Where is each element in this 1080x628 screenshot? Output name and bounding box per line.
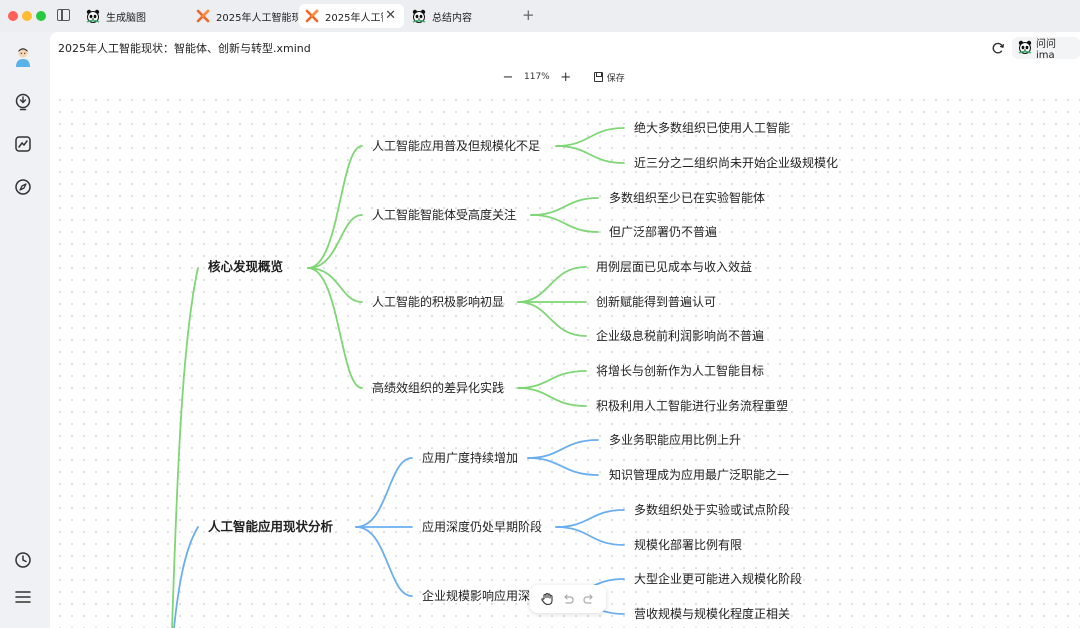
leaf-topic[interactable]: 多数组织处于实验或试点阶段 <box>634 503 791 517</box>
leaf-topic[interactable]: 近三分之二组织尚未开始企业级规模化 <box>634 156 839 170</box>
leaf-topic[interactable]: 积极利用人工智能进行业务流程重塑 <box>596 399 789 413</box>
tab-label: 2025年人工智 <box>325 12 383 24</box>
edit-chart-icon[interactable] <box>12 133 34 155</box>
close-tab-icon[interactable]: ✕ <box>385 8 396 23</box>
refresh-icon <box>992 42 1004 54</box>
add-tab-button[interactable]: + <box>522 6 535 24</box>
leaf-topic[interactable]: 多数组织至少已在实验智能体 <box>609 191 766 205</box>
tab-xmind-doc-2[interactable]: 2025年人工智 ✕ <box>299 4 404 28</box>
leaf-topic[interactable]: 知识管理成为应用最广泛职能之一 <box>609 468 790 482</box>
canvas-floating-toolbar <box>530 585 606 613</box>
panda-icon <box>1018 40 1032 57</box>
subtopic[interactable]: 应用广度持续增加 <box>422 451 519 465</box>
undo-icon[interactable] <box>560 591 576 607</box>
topic-ai-adoption-analysis[interactable]: 人工智能应用现状分析 <box>208 519 334 534</box>
zoom-out-button[interactable]: − <box>502 69 514 85</box>
save-label: 保存 <box>606 73 625 84</box>
leaf-topic[interactable]: 创新赋能得到普遍认可 <box>596 295 717 309</box>
leaf-topic[interactable]: 但广泛部署仍不普遍 <box>609 225 718 239</box>
lightbulb-icon[interactable] <box>12 91 34 113</box>
tab-label: 2025年人工智能现 <box>216 12 298 24</box>
leaf-topic[interactable]: 大型企业更可能进入规模化阶段 <box>634 572 803 586</box>
ask-ima-label: 问问ima <box>1036 39 1056 61</box>
refresh-button[interactable] <box>988 38 1008 58</box>
sidebar-toggle-icon[interactable] <box>57 9 70 21</box>
mindmap-connectors <box>171 127 625 628</box>
zoom-level[interactable]: 117% <box>524 72 550 82</box>
redo-icon[interactable] <box>581 591 597 607</box>
subtopic[interactable]: 人工智能的积极影响初显 <box>372 295 505 309</box>
leaf-topic[interactable]: 绝大多数组织已使用人工智能 <box>634 121 791 135</box>
title-bar: 生成脑图 2025年人工智能现 2025年人工智 ✕ 总结内容 + <box>0 0 1080 32</box>
leaf-topic[interactable]: 将增长与创新作为人工智能目标 <box>596 364 765 378</box>
close-window-button[interactable] <box>8 11 18 21</box>
tab-xmind-doc-1[interactable]: 2025年人工智能现 <box>190 4 298 28</box>
xmind-icon <box>305 9 319 23</box>
hand-pan-icon[interactable] <box>539 591 555 607</box>
panda-icon <box>412 9 426 23</box>
history-clock-icon[interactable] <box>12 549 34 571</box>
subtopic[interactable]: 人工智能应用普及但规模化不足 <box>372 139 541 153</box>
topic-core-findings[interactable]: 核心发现概览 <box>208 259 284 274</box>
user-avatar-icon[interactable] <box>12 46 34 68</box>
left-rail <box>0 32 48 628</box>
panda-icon <box>86 9 100 23</box>
save-icon <box>593 72 603 82</box>
tab-label: 总结内容 <box>432 12 472 24</box>
subtopic[interactable]: 应用深度仍处早期阶段 <box>422 520 543 534</box>
tab-summary[interactable]: 总结内容 <box>406 4 514 28</box>
leaf-topic[interactable]: 营收规模与规模化程度正相关 <box>634 607 791 621</box>
tab-label: 生成脑图 <box>106 12 146 24</box>
subtopic[interactable]: 高绩效组织的差异化实践 <box>372 381 505 395</box>
document-title: 2025年人工智能现状：智能体、创新与转型.xmind <box>58 42 311 55</box>
leaf-topic[interactable]: 企业级息税前利润影响尚不普遍 <box>596 329 765 343</box>
mindmap-canvas[interactable]: 核心发现概览 人工智能应用普及但规模化不足 绝大多数组织已使用人工智能 近三分之… <box>50 90 1080 628</box>
subtopic[interactable]: 企业规模影响应用深度 <box>422 589 543 603</box>
save-button[interactable]: 保存 <box>593 71 625 84</box>
xmind-icon <box>196 9 210 23</box>
zoom-in-button[interactable]: + <box>560 69 572 85</box>
compass-icon[interactable] <box>12 176 34 198</box>
menu-icon[interactable] <box>12 586 34 608</box>
zoom-toolbar: − 117% + 保存 <box>502 68 625 86</box>
tab-generate-mindmap[interactable]: 生成脑图 <box>80 4 185 28</box>
leaf-topic[interactable]: 规模化部署比例有限 <box>634 538 743 552</box>
leaf-topic[interactable]: 用例层面已见成本与收入效益 <box>596 260 753 274</box>
main-panel: 2025年人工智能现状：智能体、创新与转型.xmind 问问ima − 117%… <box>50 32 1080 628</box>
leaf-topic[interactable]: 多业务职能应用比例上升 <box>609 433 742 447</box>
ask-ima-button[interactable]: 问问ima <box>1012 37 1080 61</box>
subtopic[interactable]: 人工智能智能体受高度关注 <box>372 208 517 222</box>
minimize-window-button[interactable] <box>22 11 32 21</box>
maximize-window-button[interactable] <box>36 11 46 21</box>
